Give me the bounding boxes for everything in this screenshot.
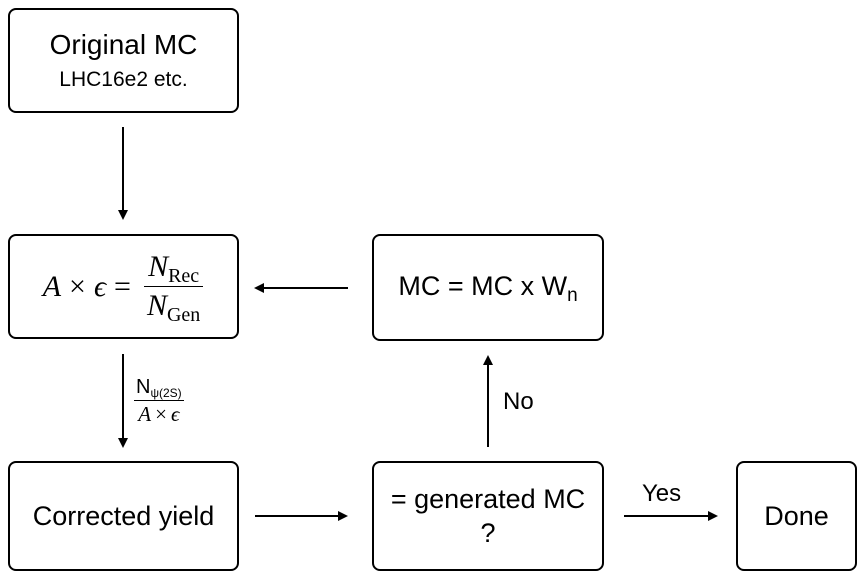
original-mc-title: Original MC bbox=[49, 28, 198, 60]
original-mc-box: Original MC LHC16e2 etc. bbox=[8, 8, 239, 113]
generated-mc-line2: ? bbox=[480, 518, 496, 548]
formula-denominator: NGen bbox=[146, 289, 201, 326]
correction-fraction-label: Nψ(2S) A×ϵ bbox=[134, 376, 184, 427]
formula-numerator: NRec bbox=[144, 250, 204, 287]
formula-epsilon: ϵ bbox=[93, 269, 107, 303]
corrected-yield-box: Corrected yield bbox=[8, 461, 239, 571]
formula-a: A bbox=[42, 269, 62, 303]
done-text: Done bbox=[764, 501, 829, 531]
done-box: Done bbox=[736, 461, 857, 571]
correction-numerator: Nψ(2S) bbox=[134, 376, 184, 401]
generated-mc-line1: = generated MC bbox=[390, 484, 586, 514]
formula-times: × bbox=[69, 269, 86, 303]
formula-fraction: NRec NGen bbox=[143, 250, 204, 326]
generated-mc-check-box: = generated MC ? bbox=[372, 461, 604, 571]
acceptance-efficiency-box: A × ϵ = NRec NGen bbox=[8, 234, 239, 339]
correction-denominator: A×ϵ bbox=[138, 402, 180, 426]
acceptance-efficiency-formula: A × ϵ = NRec NGen bbox=[42, 250, 205, 326]
original-mc-subtitle: LHC16e2 etc. bbox=[59, 67, 188, 91]
reweight-mc-text: MC = MC x Wn bbox=[398, 270, 578, 306]
formula-equals: = bbox=[114, 269, 131, 303]
no-label: No bbox=[503, 388, 534, 415]
reweight-mc-box: MC = MC x Wn bbox=[372, 234, 604, 341]
corrected-yield-text: Corrected yield bbox=[32, 501, 215, 531]
yes-label: Yes bbox=[642, 480, 682, 507]
